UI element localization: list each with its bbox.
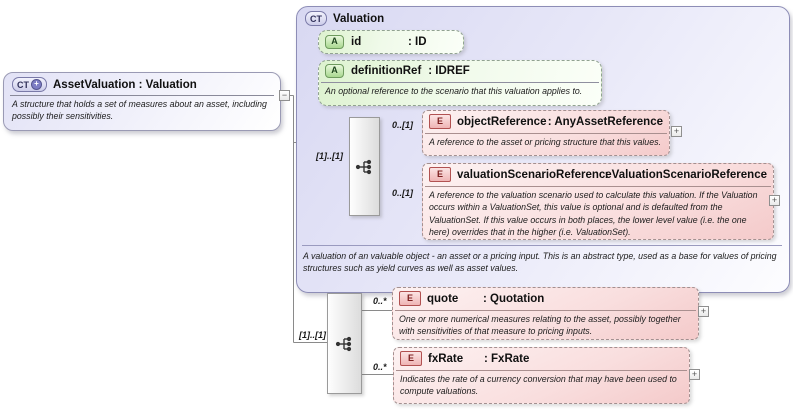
sequence-cardinality: [1]..[1] [299, 330, 326, 340]
element-cardinality: 0..[1] [392, 120, 414, 130]
element-type: : ValuationScenarioReference [604, 168, 767, 181]
expand-toggle[interactable]: + [671, 126, 682, 137]
element-description: A reference to the valuation scenario us… [429, 190, 758, 237]
divider [10, 95, 274, 96]
asset-valuation-description: A structure that holds a set of measures… [12, 99, 267, 122]
element-badge: E [429, 167, 451, 182]
element-type: : FxRate [484, 352, 530, 365]
element-description: A reference to the asset or pricing stru… [429, 137, 661, 147]
element-badge: E [399, 291, 421, 306]
valuation-title: Valuation [333, 12, 385, 25]
expand-toggle[interactable]: + [769, 195, 780, 206]
element-quote-box[interactable]: E quote : Quotation One or more numerica… [392, 287, 699, 340]
attribute-badge: A [325, 35, 344, 49]
footer-divider [302, 245, 782, 246]
element-cardinality: 0..* [373, 362, 387, 372]
attribute-name: id [351, 36, 362, 48]
plus-circle-icon: + [31, 79, 42, 90]
sequence-icon [355, 159, 371, 174]
expand-toggle[interactable]: + [698, 306, 709, 317]
element-description: One or more numerical measures relating … [399, 314, 681, 337]
element-badge: E [400, 351, 422, 366]
sequence-cardinality: [1]..[1] [316, 151, 343, 161]
attribute-type: : IDREF [428, 65, 470, 77]
element-objectreference-box[interactable]: E objectReference : AnyAssetReference A … [422, 110, 670, 156]
ct-badge-label: CT [310, 13, 322, 24]
sequence-icon [335, 336, 351, 351]
attribute-badge: A [325, 64, 344, 78]
element-description: Indicates the rate of a currency convers… [400, 374, 677, 397]
element-valuationscenarioreference-box[interactable]: E valuationScenarioReference : Valuation… [422, 163, 774, 240]
element-cardinality: 0..* [373, 296, 387, 306]
attribute-id-box[interactable]: A id : ID [318, 30, 464, 54]
attribute-definitionref-box[interactable]: A definitionRef : IDREF An optional refe… [318, 60, 602, 106]
attribute-name: definitionRef [351, 65, 422, 77]
sequence-compositor[interactable] [327, 293, 362, 394]
valuation-description: A valuation of an valuable object - an a… [303, 251, 777, 274]
element-name: valuationScenarioReference [457, 168, 612, 181]
expand-toggle[interactable]: + [689, 369, 700, 380]
element-name: quote [427, 292, 459, 305]
collapse-toggle[interactable]: − [279, 90, 290, 101]
element-name: objectReference [457, 115, 547, 128]
element-name: fxRate [428, 352, 464, 365]
complex-type-badge: CT [305, 11, 327, 26]
asset-valuation-box[interactable]: CT + AssetValuation : Valuation A struct… [3, 72, 281, 131]
element-fxrate-box[interactable]: E fxRate : FxRate Indicates the rate of … [393, 347, 690, 404]
element-badge: E [429, 114, 451, 129]
attribute-description: An optional reference to the scenario th… [325, 86, 583, 96]
attribute-type: : ID [408, 36, 427, 48]
divider [321, 82, 599, 83]
asset-valuation-title: AssetValuation : Valuation [53, 78, 197, 91]
sequence-compositor[interactable] [349, 117, 380, 216]
element-type: : Quotation [483, 292, 545, 305]
element-cardinality: 0..[1] [392, 188, 414, 198]
element-type: : AnyAssetReference [547, 115, 663, 128]
ct-badge-label: CT [17, 79, 29, 90]
complex-type-badge: CT + [12, 77, 47, 92]
